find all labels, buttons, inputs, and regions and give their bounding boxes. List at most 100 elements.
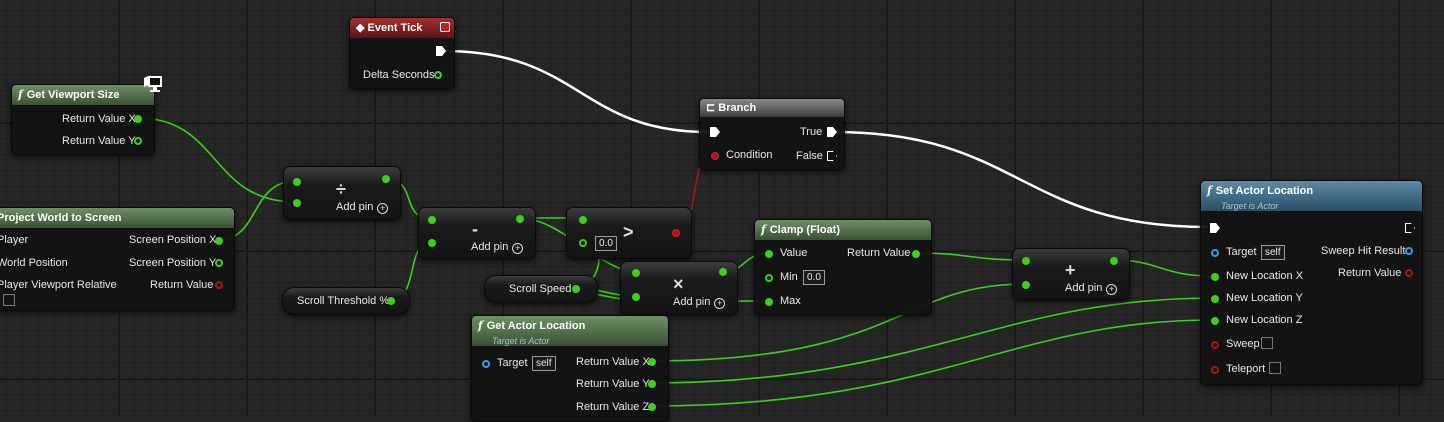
return-value-y-label: Return Value Y <box>62 135 136 147</box>
sweep-checkbox[interactable] <box>1261 337 1273 349</box>
subtract-node[interactable]: - Add pin+ <box>418 207 536 259</box>
screen-position-x-pin[interactable] <box>215 237 223 245</box>
multiply-node[interactable]: × Add pin+ <box>620 261 738 315</box>
add-node[interactable]: + Add pin+ <box>1012 248 1130 300</box>
teleport-pin[interactable] <box>1211 366 1219 374</box>
greater-input-b-pin[interactable] <box>579 239 587 247</box>
get-actor-return-x-pin[interactable] <box>648 358 656 366</box>
player-label: Player <box>0 234 29 246</box>
function-icon: f <box>18 88 23 101</box>
event-tick-node[interactable]: ◆ Event Tick Delta Seconds <box>349 17 455 89</box>
greater-b-value-field[interactable]: 0.0 <box>595 236 617 251</box>
scroll-threshold-variable[interactable]: Scroll Threshold % <box>282 287 410 315</box>
event-tick-header: ◆ Event Tick <box>350 18 454 38</box>
clamp-return-value-pin[interactable] <box>912 250 920 258</box>
clamp-max-pin[interactable] <box>765 298 773 306</box>
divide-add-pin-button[interactable]: Add pin+ <box>336 201 389 214</box>
player-viewport-relative-checkbox[interactable] <box>3 294 15 306</box>
return-value-y-pin[interactable] <box>134 137 142 145</box>
add-output-pin[interactable] <box>1110 257 1118 265</box>
multiply-add-pin-button[interactable]: Add pin+ <box>673 296 726 309</box>
get-actor-return-y-pin[interactable] <box>648 380 656 388</box>
branch-title: Branch <box>718 102 757 114</box>
greater-output-pin[interactable] <box>672 229 680 237</box>
true-exec-pin[interactable] <box>827 127 837 137</box>
exec-out-pin[interactable] <box>436 46 446 56</box>
divide-input-b-pin[interactable] <box>293 199 301 207</box>
subtract-add-pin-button[interactable]: Add pin+ <box>471 241 524 254</box>
divide-input-a-pin[interactable] <box>293 178 301 186</box>
set-actor-exec-in-pin[interactable] <box>1210 223 1220 233</box>
return-value-bool-pin[interactable] <box>215 281 223 289</box>
new-location-z-pin[interactable] <box>1211 317 1219 325</box>
new-location-x-pin[interactable] <box>1211 273 1219 281</box>
set-actor-exec-out-pin[interactable] <box>1405 223 1415 233</box>
get-actor-target-pin[interactable] <box>482 360 490 368</box>
false-exec-pin[interactable] <box>827 151 837 161</box>
branch-node[interactable]: ⊏ Branch Condition True False <box>699 98 845 170</box>
world-position-label: World Position <box>0 257 68 269</box>
branch-exec-in-pin[interactable] <box>710 127 720 137</box>
clamp-min-value-field[interactable]: 0.0 <box>803 270 825 285</box>
add-add-pin-button[interactable]: Add pin+ <box>1065 282 1118 295</box>
greater-input-a-pin[interactable] <box>579 216 587 224</box>
greater-than-node[interactable]: 0.0 > <box>566 207 692 259</box>
add-circle-icon: + <box>512 243 524 254</box>
delta-seconds-pin[interactable] <box>434 71 442 79</box>
subtract-output-pin[interactable] <box>516 215 524 223</box>
get-actor-self-field[interactable]: self <box>532 356 556 371</box>
clamp-value-pin[interactable] <box>765 250 773 258</box>
event-icon: ◆ <box>356 22 365 34</box>
subtract-input-b-pin[interactable] <box>428 239 436 247</box>
divide-output-pin[interactable] <box>382 175 390 183</box>
clamp-min-pin[interactable] <box>765 274 773 282</box>
set-actor-target-pin[interactable] <box>1211 249 1219 257</box>
clamp-return-value-label: Return Value <box>847 247 911 259</box>
add-pin-label: Add pin <box>336 201 374 213</box>
set-actor-return-value-label: Return Value <box>1338 267 1402 279</box>
new-location-y-pin[interactable] <box>1211 295 1219 303</box>
false-label: False <box>796 150 823 162</box>
get-actor-return-x-label: Return Value X <box>576 356 650 368</box>
add-input-b-pin[interactable] <box>1022 281 1030 289</box>
add-input-a-pin[interactable] <box>1022 257 1030 265</box>
add-circle-icon: + <box>377 203 389 214</box>
project-world-to-screen-node[interactable]: Project World to Screen Player World Pos… <box>0 207 235 311</box>
branch-icon: ⊏ <box>706 102 716 114</box>
greater-operator: > <box>623 222 634 242</box>
multiply-input-a-pin[interactable] <box>632 269 640 277</box>
get-actor-return-z-label: Return Value Z <box>576 401 650 413</box>
clamp-max-label: Max <box>780 295 801 307</box>
add-operator: + <box>1065 260 1076 280</box>
scroll-threshold-pin[interactable] <box>387 297 395 305</box>
set-actor-self-field[interactable]: self <box>1261 245 1285 260</box>
teleport-checkbox[interactable] <box>1269 362 1281 374</box>
condition-pin[interactable] <box>711 152 719 160</box>
set-actor-return-value-pin[interactable] <box>1405 269 1413 277</box>
multiply-input-b-pin[interactable] <box>632 293 640 301</box>
multiply-output-pin[interactable] <box>719 268 727 276</box>
return-value-x-pin[interactable] <box>134 115 142 123</box>
clamp-title: Clamp (Float) <box>769 224 841 236</box>
get-actor-return-z-pin[interactable] <box>648 403 656 411</box>
scroll-speed-variable[interactable]: Scroll Speed <box>484 275 598 303</box>
sweep-hit-result-pin[interactable] <box>1405 247 1413 255</box>
subtract-input-a-pin[interactable] <box>428 216 436 224</box>
sweep-label: Sweep <box>1226 338 1260 350</box>
screen-position-x-label: Screen Position X <box>129 234 217 246</box>
sweep-pin[interactable] <box>1211 341 1219 349</box>
function-icon: f <box>478 319 483 332</box>
divide-node[interactable]: ÷ Add pin+ <box>283 166 401 220</box>
add-circle-icon: + <box>714 298 726 309</box>
screen-position-y-label: Screen Position Y <box>129 257 217 269</box>
screen-position-y-pin[interactable] <box>215 259 223 267</box>
set-actor-target-label: Target <box>1226 246 1257 258</box>
scroll-speed-pin[interactable] <box>572 285 580 293</box>
